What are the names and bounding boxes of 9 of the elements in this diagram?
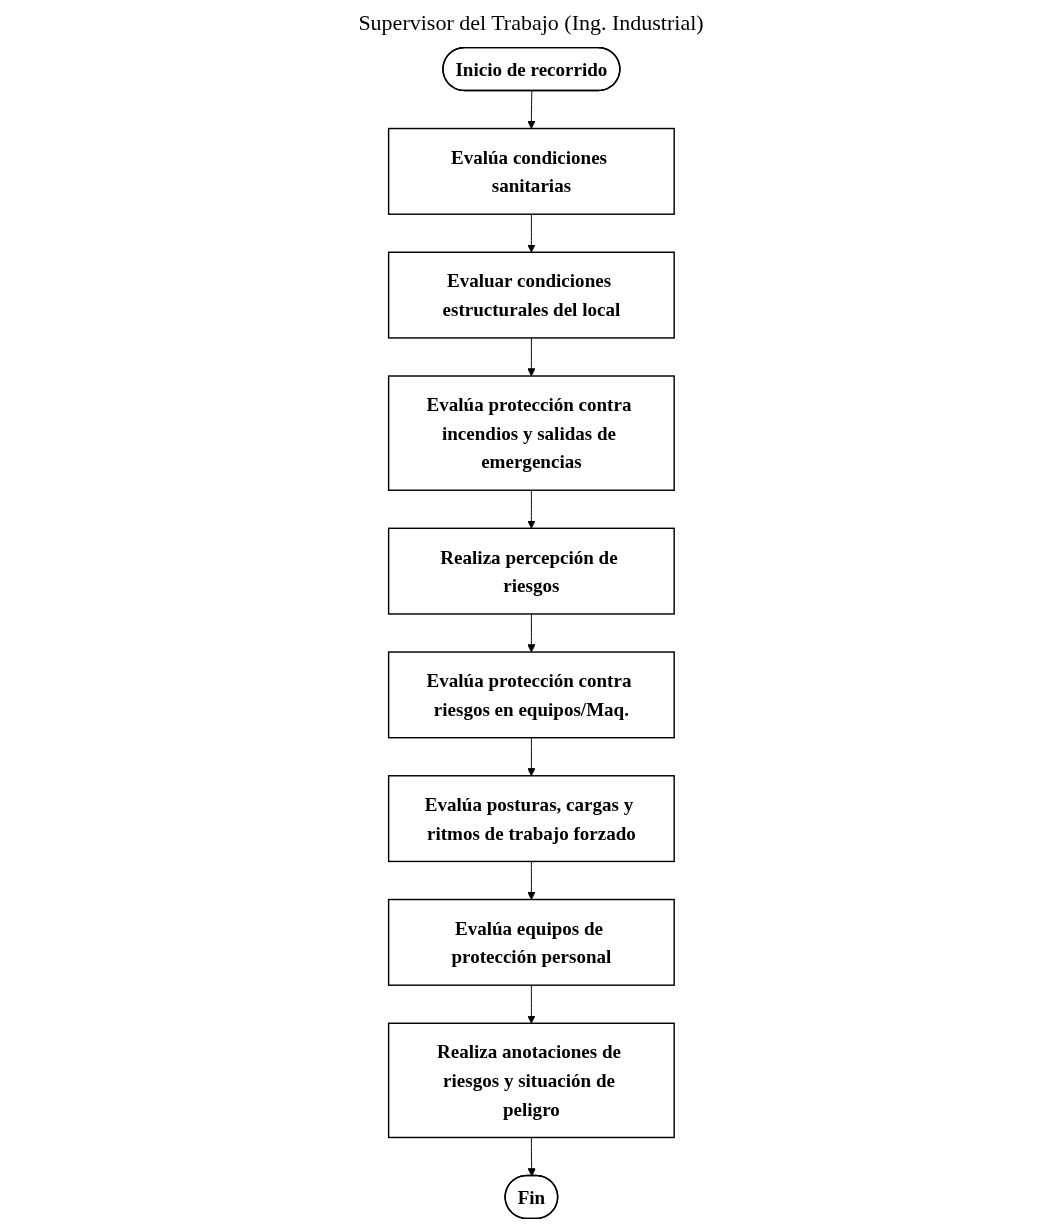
node-box: Evalúa posturas, cargas y ritmos de trabajo forzado xyxy=(387,775,675,863)
node-box: Evalúa equipos de protección personal xyxy=(387,898,675,986)
node-box: Evalúa condiciones sanitarias xyxy=(387,127,675,215)
node-box: Realiza anotaciones de riesgos y situación de peligro xyxy=(387,1022,675,1139)
diagram-title: Supervisor del Trabajo (Ing. Industrial) xyxy=(358,10,704,36)
node-box: Evaluar condiciones estructurales del local xyxy=(387,251,675,339)
node-box: Realiza percepción de riesgos xyxy=(387,527,675,615)
node-box: Evalúa protección contra incendios y salidas de emergencias xyxy=(387,375,675,491)
node-box: Evalúa protección contra riesgos en equipos/Maq. xyxy=(387,651,675,739)
